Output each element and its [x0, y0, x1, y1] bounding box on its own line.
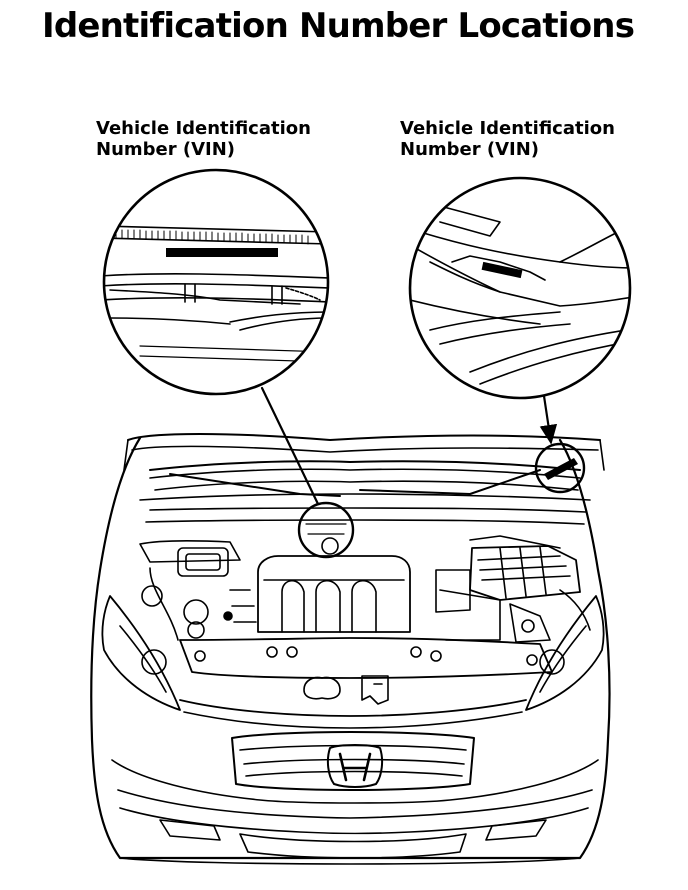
vin-callout-left-line2: Number (VIN)	[96, 139, 236, 160]
vin-callout-right: Vehicle Identification Number (VIN)	[400, 118, 615, 160]
vin-plate-right	[481, 261, 523, 279]
vin-callout-left-line1: Vehicle Identification	[96, 118, 311, 139]
vin-location-right	[536, 444, 584, 492]
vin-plate-left	[166, 248, 278, 257]
page-title: Identification Number Locations	[42, 6, 635, 46]
honda-emblem	[328, 745, 382, 787]
minivan-front-view	[91, 434, 609, 864]
leader-arrow-right	[539, 396, 558, 445]
vin-callout-right-line2: Number (VIN)	[400, 139, 540, 160]
vin-location-left	[299, 503, 353, 557]
vin-callout-left: Vehicle Identification Number (VIN)	[96, 118, 311, 160]
wiper-hatching-left	[110, 230, 308, 244]
leader-line-left	[262, 388, 318, 504]
vin-detail-right	[410, 178, 640, 398]
vin-callout-right-line1: Vehicle Identification	[400, 118, 615, 139]
vin-detail-left	[100, 170, 330, 394]
